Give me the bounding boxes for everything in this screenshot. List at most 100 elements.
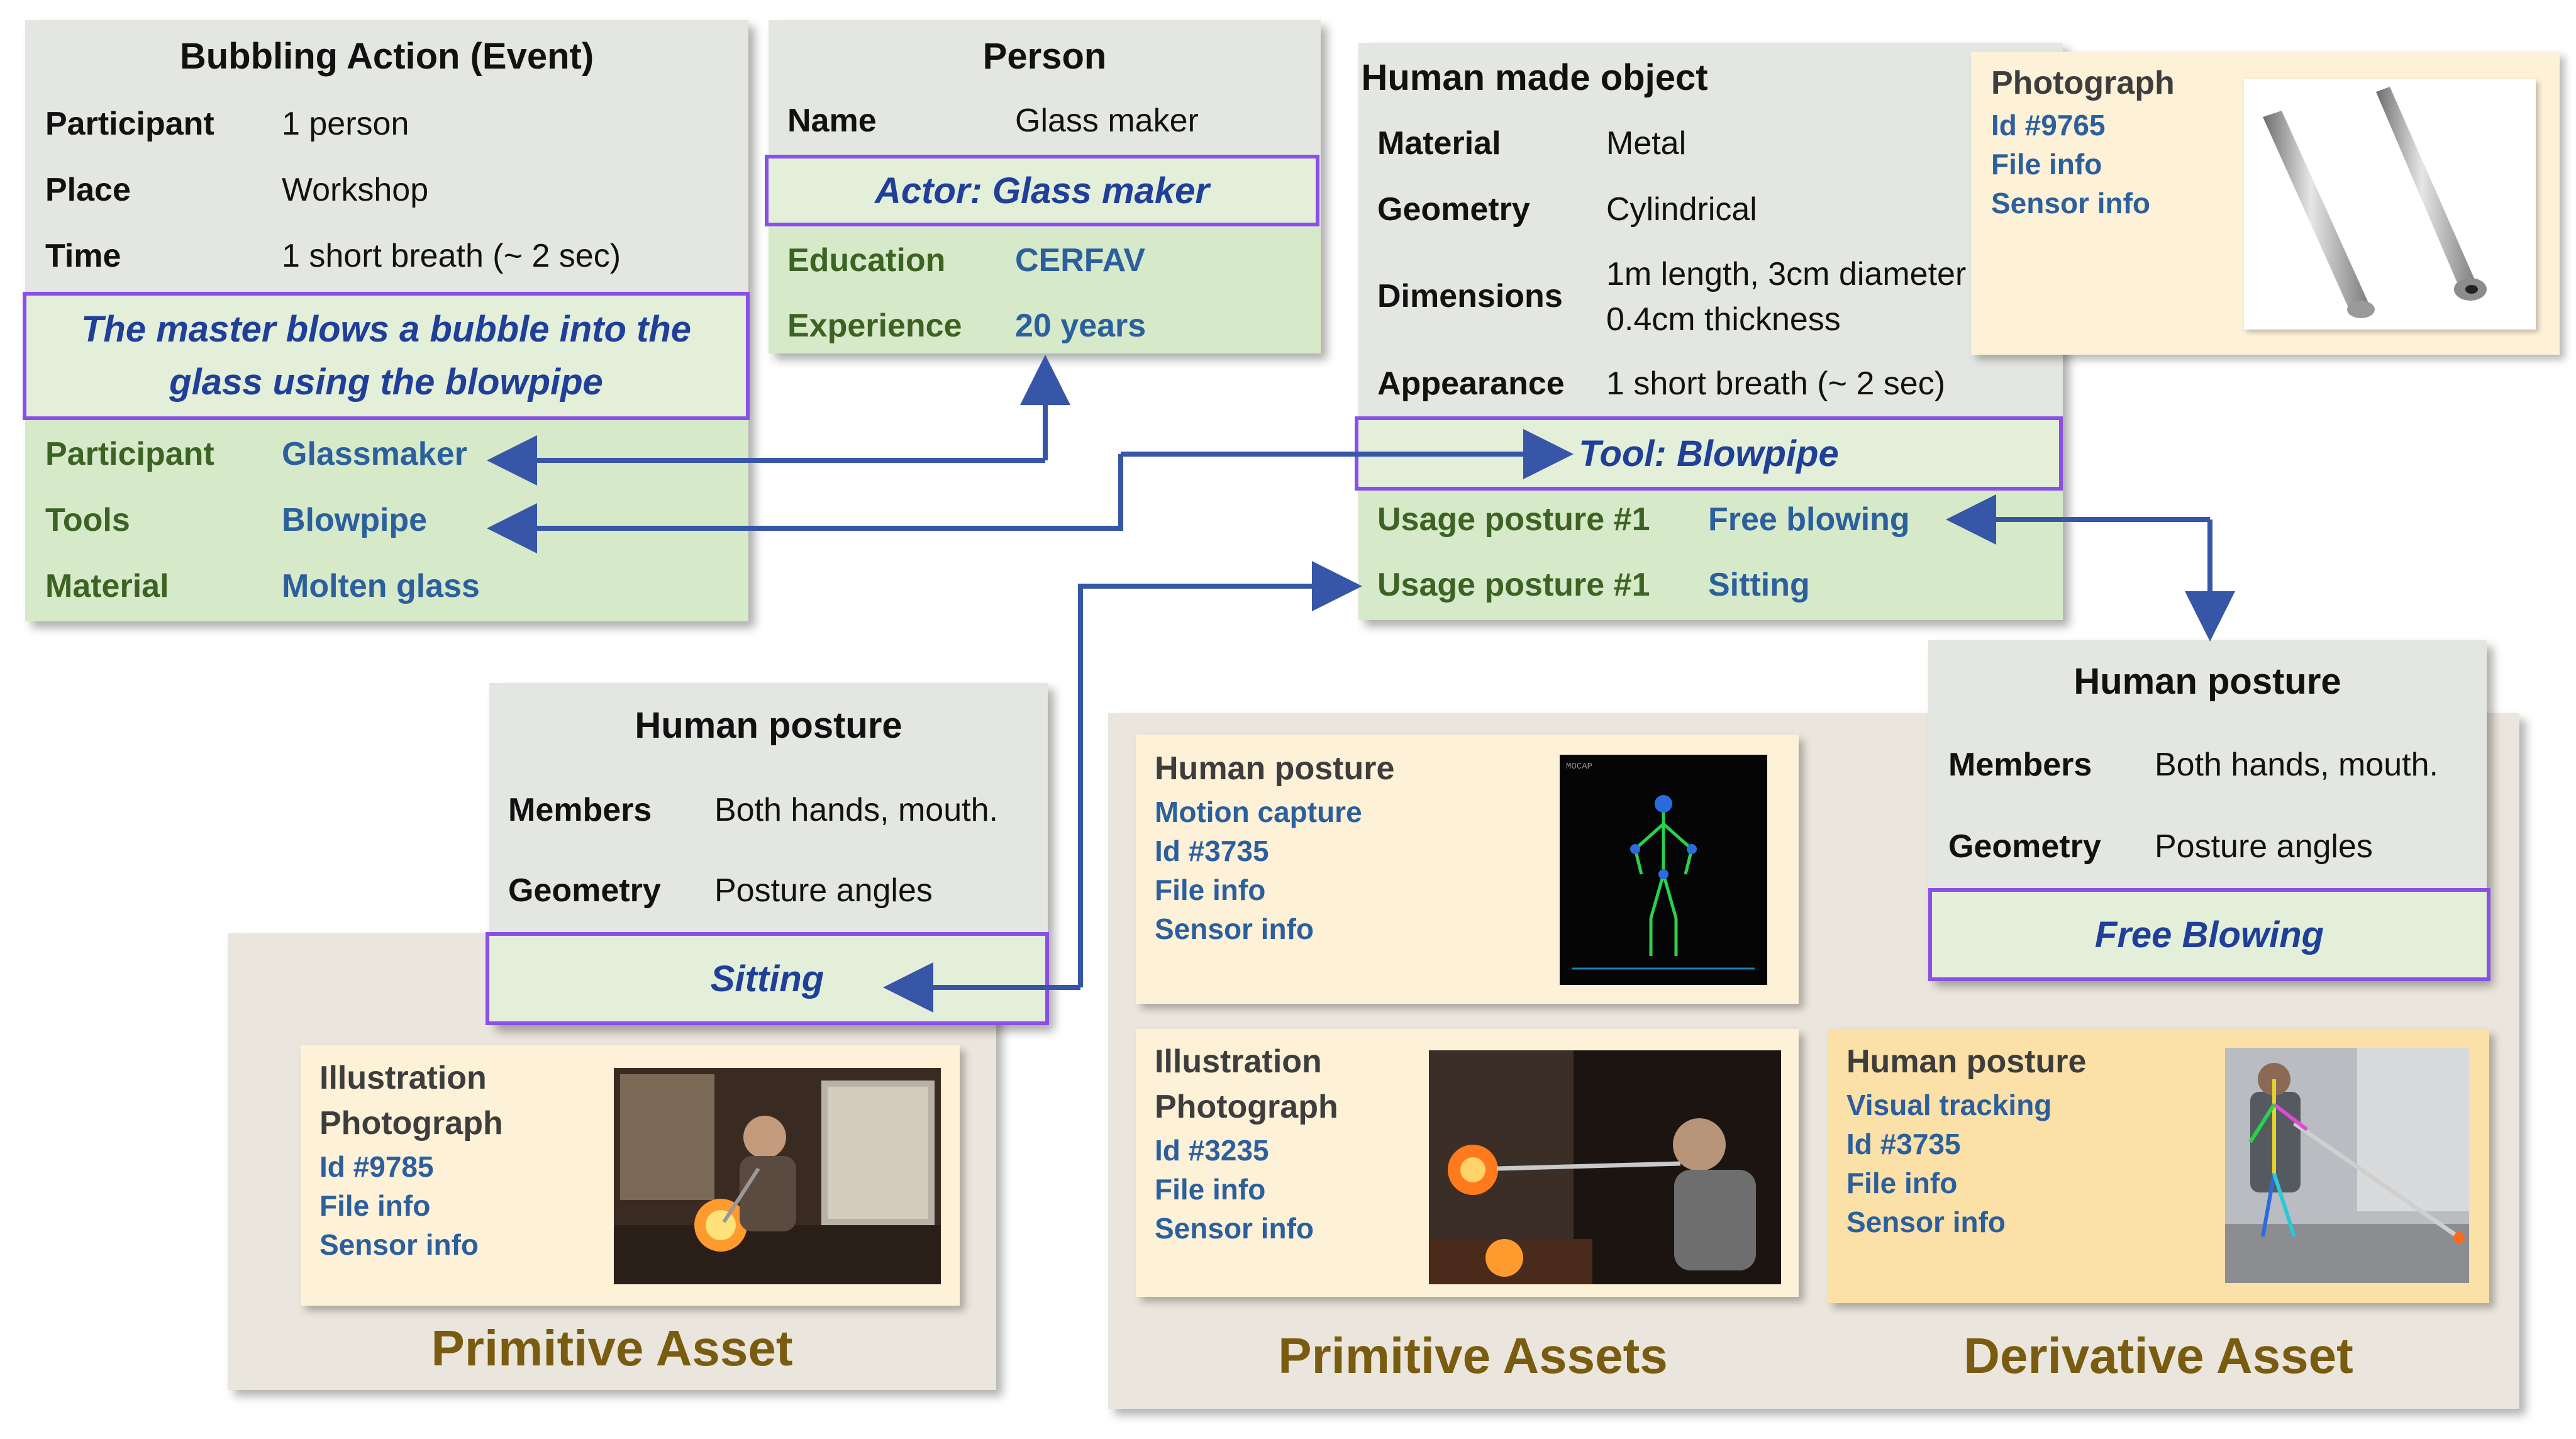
posture-sitting-name: Sitting — [710, 958, 824, 999]
event-title: Bubbling Action (Event) — [179, 36, 594, 77]
arrow-to-blowpipe — [487, 454, 1123, 553]
asset-tracking-title: Human posture — [1846, 1043, 2087, 1080]
object-label-usage-1: Usage posture #1 — [1377, 501, 1650, 538]
object-label-dimensions: Dimensions — [1377, 278, 1563, 314]
svg-text:MOCAP: MOCAP — [1566, 762, 1592, 772]
asset-left-id[interactable]: Id #9785 — [319, 1150, 434, 1183]
object-value-dimensions: 1m length, 3cm diameter — [1606, 256, 1967, 292]
asset-tracking-file-info[interactable]: File info — [1846, 1167, 1958, 1199]
asset-photo-id[interactable]: Id #3235 — [1155, 1134, 1269, 1167]
asset-photo-title2: Photograph — [1155, 1089, 1338, 1125]
asset-left-title2: Photograph — [319, 1105, 503, 1142]
posture-sitting-highlight-box: Sitting — [486, 932, 1049, 1025]
event-link-blowpipe[interactable]: Blowpipe — [282, 502, 428, 538]
object-value-appearance: 1 short breath (~ 2 sec) — [1606, 365, 1946, 402]
posture-free-value-geometry: Posture angles — [2155, 828, 2373, 865]
posture-sitting-label-members: Members — [508, 792, 652, 828]
asset-tracking-type[interactable]: Visual tracking — [1846, 1089, 2052, 1121]
posture-sitting-title: Human posture — [635, 705, 902, 746]
object-tool: Tool: Blowpipe — [1579, 433, 1839, 474]
asset-photo-title1: Illustration — [1155, 1043, 1322, 1080]
person-actor: Actor: Glass maker — [875, 170, 1209, 211]
photograph-card: Photograph Id #9765 File info Sensor inf… — [1971, 52, 2560, 355]
person-links-area — [769, 228, 1321, 353]
event-label-place: Place — [45, 172, 131, 208]
posture-free-value-members: Both hands, mouth. — [2155, 747, 2438, 783]
asset-mocap-id[interactable]: Id #3735 — [1155, 835, 1269, 867]
asset-card-left: Illustration Photograph Id #9785 File in… — [301, 1045, 960, 1306]
blowpipe-photo — [2244, 79, 2536, 330]
object-label-appearance: Appearance — [1377, 365, 1565, 402]
asset-tracking-id[interactable]: Id #3735 — [1846, 1128, 1961, 1160]
photograph-card-id[interactable]: Id #9765 — [1991, 109, 2106, 142]
person-value-name: Glass maker — [1015, 103, 1199, 139]
photograph-card-sensor-info[interactable]: Sensor info — [1991, 187, 2151, 219]
event-highlight-box: The master blows a bubble into the glass… — [23, 292, 750, 420]
object-panel: Human made object Material Metal Geometr… — [1358, 43, 2063, 620]
event-value-place: Workshop — [282, 172, 429, 208]
asset-card-tracking: Human posture Visual tracking Id #3735 F… — [1828, 1029, 2489, 1303]
skeleton-image: MOCAP — [1560, 755, 1767, 985]
person-label-name: Name — [787, 103, 877, 139]
event-description: The master blows a bubble into the glass… — [81, 309, 691, 403]
primitive-asset-caption: Primitive Asset — [431, 1320, 793, 1376]
asset-mocap-type[interactable]: Motion capture — [1155, 796, 1362, 828]
asset-card-photo: Illustration Photograph Id #3235 File in… — [1136, 1029, 1799, 1297]
person-title: Person — [982, 36, 1107, 77]
event-link-glassmaker[interactable]: Glassmaker — [282, 436, 467, 472]
posture-free-highlight-box: Free Blowing — [1928, 888, 2490, 981]
tracking-image — [2225, 1048, 2469, 1283]
photograph-card-title: Photograph — [1991, 65, 2175, 101]
event-links-area — [25, 415, 748, 621]
posture-free-label-geometry: Geometry — [1948, 828, 2101, 865]
event-link-molten-glass[interactable]: Molten glass — [282, 568, 480, 604]
blowing-image — [1429, 1050, 1781, 1284]
asset-photo-file-info[interactable]: File info — [1155, 1173, 1266, 1206]
object-title: Human made object — [1361, 57, 1708, 98]
asset-left-title1: Illustration — [319, 1060, 487, 1096]
posture-sitting-value-geometry: Posture angles — [714, 872, 933, 909]
asset-card-mocap: Human posture Motion capture Id #3735 Fi… — [1136, 735, 1799, 1004]
event-value-participant: 1 person — [282, 106, 409, 142]
object-link-sitting[interactable]: Sitting — [1708, 567, 1810, 603]
asset-tracking-sensor-info[interactable]: Sensor info — [1846, 1206, 2006, 1238]
event-link-label-tools: Tools — [45, 502, 130, 538]
event-label-participant: Participant — [45, 106, 214, 142]
person-label-experience: Experience — [787, 308, 962, 344]
person-label-education: Education — [787, 242, 946, 279]
object-value-material: Metal — [1606, 125, 1687, 162]
glassblower-photo — [1429, 1050, 1781, 1284]
posture-free-label-members: Members — [1948, 747, 2092, 783]
object-value-geometry: Cylindrical — [1606, 191, 1757, 228]
object-value-thickness: 0.4cm thickness — [1606, 301, 1841, 338]
blowpipe-image — [2263, 87, 2487, 318]
person-highlight-box: Actor: Glass maker — [765, 155, 1319, 226]
primitive-assets-caption: Primitive Assets — [1278, 1328, 1668, 1384]
object-link-free-blowing[interactable]: Free blowing — [1708, 501, 1910, 538]
glassmaker-sitting-photo — [614, 1068, 941, 1284]
posture-sitting-label-geometry: Geometry — [508, 872, 661, 909]
asset-mocap-file-info[interactable]: File info — [1155, 874, 1266, 906]
object-links-area — [1358, 488, 2063, 620]
event-label-time: Time — [45, 238, 121, 274]
posture-free-name: Free Blowing — [2094, 914, 2324, 955]
asset-mocap-sensor-info[interactable]: Sensor info — [1155, 913, 1314, 945]
arrow-to-usage-sitting — [1078, 561, 1362, 987]
person-link-cerfav[interactable]: CERFAV — [1015, 242, 1146, 279]
asset-mocap-title: Human posture — [1155, 750, 1395, 787]
workshop-image — [614, 1068, 941, 1284]
person-value-experience[interactable]: 20 years — [1015, 308, 1146, 344]
event-value-time: 1 short breath (~ 2 sec) — [282, 238, 621, 274]
asset-left-file-info[interactable]: File info — [319, 1189, 431, 1222]
photograph-card-file-info[interactable]: File info — [1991, 148, 2102, 181]
posture-free-title: Human posture — [2074, 661, 2341, 702]
posture-sitting-value-members: Both hands, mouth. — [714, 792, 998, 828]
derivative-asset-caption: Derivative Asset — [1963, 1328, 2353, 1384]
asset-left-sensor-info[interactable]: Sensor info — [319, 1228, 479, 1261]
event-link-label-material: Material — [45, 568, 169, 604]
object-label-geometry: Geometry — [1377, 191, 1530, 228]
event-link-label-participant: Participant — [45, 436, 214, 472]
motion-capture-image: MOCAP — [1560, 755, 1767, 985]
asset-photo-sensor-info[interactable]: Sensor info — [1155, 1212, 1314, 1245]
